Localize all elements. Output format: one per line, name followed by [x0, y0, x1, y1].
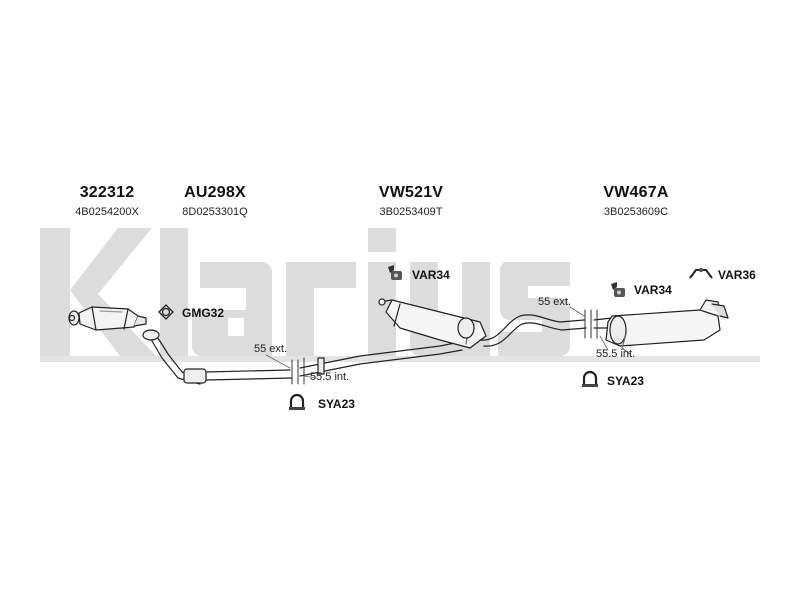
front-pipe-part[interactable] [142, 329, 293, 385]
part-code-2[interactable]: AU298X [184, 184, 246, 201]
accessory-var34-rear-label[interactable]: VAR34 [634, 283, 672, 297]
clamp-icon[interactable] [580, 370, 600, 388]
part-code-1[interactable]: 322312 [79, 184, 135, 201]
dimension-ext-rear: 55 ext. [538, 296, 572, 308]
rubber-mount-icon[interactable] [608, 280, 628, 300]
middle-pipe-part[interactable] [299, 298, 587, 377]
part-code-4[interactable]: VW467A [603, 184, 669, 201]
accessory-var34-mid-label[interactable]: VAR34 [412, 268, 450, 282]
accessory-gmg32-label[interactable]: GMG32 [182, 306, 225, 320]
hanger-icon[interactable] [688, 266, 714, 282]
oem-code-2: 8D0253301Q [182, 206, 248, 218]
dimension-int-mid: 55.5 int. [310, 371, 350, 383]
part-code-3[interactable]: VW521V [378, 184, 444, 201]
accessory-var36-label[interactable]: VAR36 [718, 268, 756, 282]
gasket-icon[interactable] [156, 303, 176, 321]
oem-code-4: 3B0253609C [603, 206, 669, 218]
oem-code-1: 4B0254200X [75, 206, 139, 218]
dimension-int-rear: 55.5 int. [596, 348, 636, 360]
dimension-ext-mid: 55 ext. [254, 343, 288, 355]
oem-code-3: 3B0253409T [379, 206, 443, 218]
clamp-icon[interactable] [287, 393, 307, 411]
rear-silencer-part[interactable] [593, 299, 729, 355]
rubber-mount-icon[interactable] [385, 263, 405, 283]
catalytic-converter-part[interactable] [68, 306, 147, 331]
accessory-sya23-rear-label[interactable]: SYA23 [607, 374, 644, 388]
accessory-sya23-mid-label[interactable]: SYA23 [318, 397, 355, 411]
